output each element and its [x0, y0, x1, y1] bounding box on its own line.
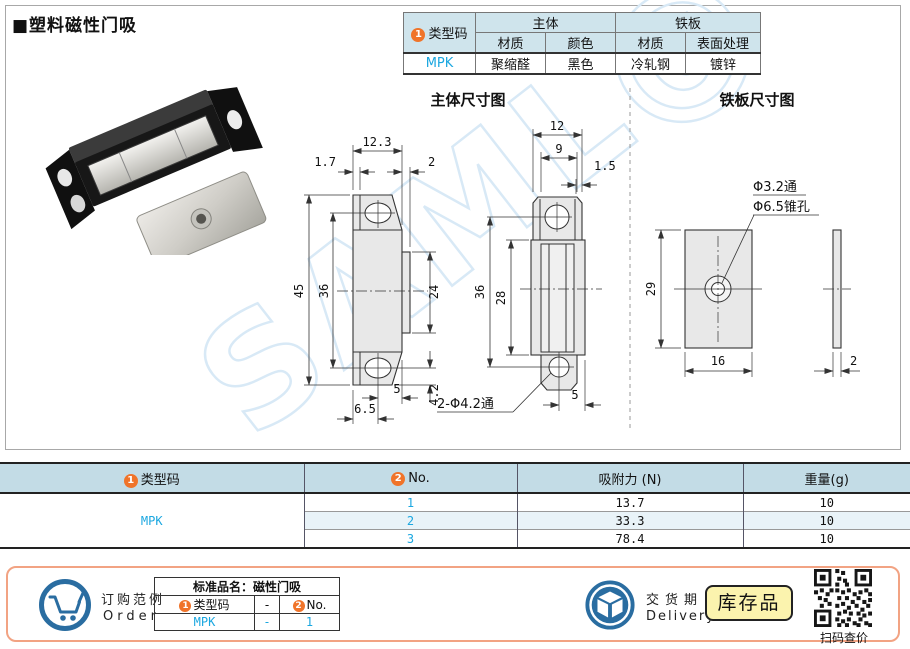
spec-code: MPK — [403, 52, 476, 75]
catch-body-photo — [45, 87, 263, 230]
spec-body-color: 黑色 — [544, 52, 617, 75]
col-header-weight: 重量(g) — [742, 463, 910, 494]
order-val-dash: - — [254, 613, 280, 631]
spec-plate-finish: 镀锌 — [685, 52, 762, 75]
dim-side-hole-right: 5 — [393, 382, 400, 396]
dim-front-hole-span: 36 — [473, 285, 487, 299]
dim-front-body-height: 28 — [494, 291, 508, 305]
order-val-no: 1 — [279, 613, 340, 631]
order-std-name: 标准品名：磁性门吸 — [154, 577, 340, 596]
dim-side-hole-to-bottom: 4.2 — [427, 384, 441, 406]
dim-front-wall: 1.5 — [594, 159, 616, 173]
callout-plate-through-hole: Φ3.2通 — [753, 180, 797, 195]
delivery-icon — [585, 580, 635, 630]
cell-force: 13.7 — [516, 493, 743, 512]
callout-plate-countersink: Φ6.5锥孔 — [753, 200, 810, 215]
spec-body-material: 聚缩醛 — [475, 52, 546, 75]
spec-plate-material: 冷轧钢 — [615, 52, 687, 75]
cell-no: 1 — [303, 493, 517, 512]
delivery-label-cn: 交货期 — [646, 593, 704, 608]
dim-plate-height: 29 — [644, 282, 658, 296]
cell-weight: 10 — [742, 511, 910, 530]
spec-sub-color: 颜色 — [544, 32, 617, 54]
dim-side-magnet-thickness: 2 — [428, 155, 435, 169]
order-val-code: MPK — [154, 613, 255, 631]
front-view-drawing: 12 9 1.5 36 28 2-Φ4.2通 5 — [437, 119, 616, 413]
spec-group-plate: 铁板 — [615, 12, 762, 33]
cell-no: 2 — [303, 511, 517, 530]
dim-plate-thickness: 2 — [850, 354, 857, 368]
order-label-en: Order — [103, 609, 160, 624]
spec-sub-material: 材质 — [475, 32, 546, 54]
spec-sub-finish: 表面处理 — [685, 32, 762, 54]
product-photo — [45, 87, 267, 255]
plate-view-drawing: Φ3.2通 Φ6.5锥孔 29 16 2 — [644, 180, 860, 377]
cell-weight: 10 — [742, 493, 910, 512]
dim-side-total-height: 45 — [292, 284, 306, 298]
table-row: MPK 1 13.7 10 — [0, 493, 910, 528]
callout-front-holes: 2-Φ4.2通 — [437, 397, 494, 412]
spec-group-body: 主体 — [474, 12, 617, 33]
table-row: 3 78.4 10 — [0, 529, 910, 548]
cell-no: 3 — [303, 529, 517, 548]
order-col-dash: - — [254, 595, 280, 614]
dim-side-lip: 1.7 — [314, 155, 336, 169]
cell-type-code: MPK — [140, 513, 163, 528]
spec-sub-material2: 材质 — [615, 32, 687, 54]
dim-side-hole-span: 36 — [317, 284, 331, 298]
dim-side-hole-left: 6.5 — [354, 402, 376, 416]
col-header-force: 吸附力 (N) — [516, 463, 743, 494]
dim-front-inner-width: 9 — [555, 142, 562, 156]
plate-drawing-title: 铁板尺寸图 — [719, 91, 794, 109]
qr-code[interactable] — [814, 569, 872, 627]
delivery-label-en: Delivery — [646, 609, 716, 624]
dim-plate-width: 16 — [711, 354, 725, 368]
badge-1-icon: 1 — [123, 473, 138, 488]
cell-force: 78.4 — [516, 529, 743, 548]
catch-plate-photo — [136, 171, 267, 255]
qr-caption: 扫码查价 — [819, 631, 868, 645]
cart-icon — [39, 579, 91, 631]
page-title: ■塑料磁性门吸 — [12, 16, 138, 36]
badge-1-icon: 1 — [179, 600, 192, 612]
stock-badge: 库存品 — [705, 585, 793, 621]
table-row: 2 33.3 10 — [0, 511, 910, 530]
main-drawing-title: 主体尺寸图 — [430, 91, 505, 109]
dim-front-width: 12 — [550, 119, 564, 133]
badge-2-icon: 2 — [391, 471, 406, 486]
badge-1-icon: 1 — [411, 28, 426, 42]
badge-2-icon: 2 — [292, 599, 305, 612]
cell-force: 33.3 — [516, 511, 743, 530]
cell-weight: 10 — [742, 529, 910, 548]
order-label-cn: 订购范例 — [101, 593, 166, 608]
dim-front-hole-right: 5 — [571, 388, 578, 402]
dimension-drawings: SAML@ 主体尺寸图 铁板尺寸图 45 36 — [166, 0, 860, 455]
dim-side-width: 12.3 — [363, 135, 392, 149]
dim-side-magnet-height: 24 — [427, 285, 441, 299]
side-view-drawing: 45 36 12.3 1.7 2 24 4.2 — [292, 135, 441, 424]
